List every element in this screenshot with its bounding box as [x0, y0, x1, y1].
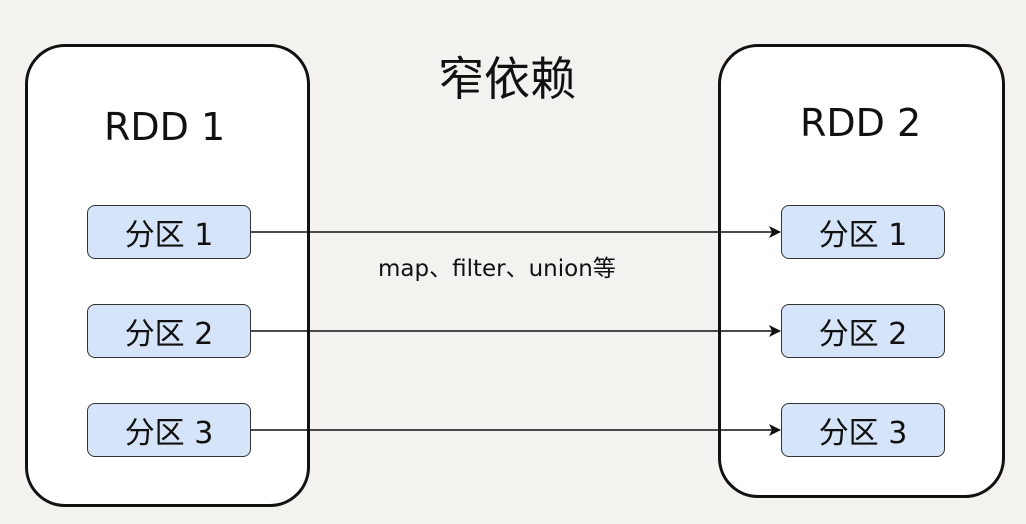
rdd2-partition-2: 分区 2: [781, 304, 945, 358]
rdd1-partition-3: 分区 3: [87, 403, 251, 457]
rdd2-partition-1: 分区 1: [781, 205, 945, 259]
rdd1-title: RDD 1: [104, 105, 226, 149]
rdd2-title: RDD 2: [800, 101, 922, 145]
rdd1-partition-1: 分区 1: [87, 205, 251, 259]
transformation-label: map、filter、union等: [378, 256, 616, 282]
rdd2-partition-3: 分区 3: [781, 403, 945, 457]
rdd1-partition-2: 分区 2: [87, 304, 251, 358]
diagram-title: 窄依赖: [438, 52, 576, 106]
